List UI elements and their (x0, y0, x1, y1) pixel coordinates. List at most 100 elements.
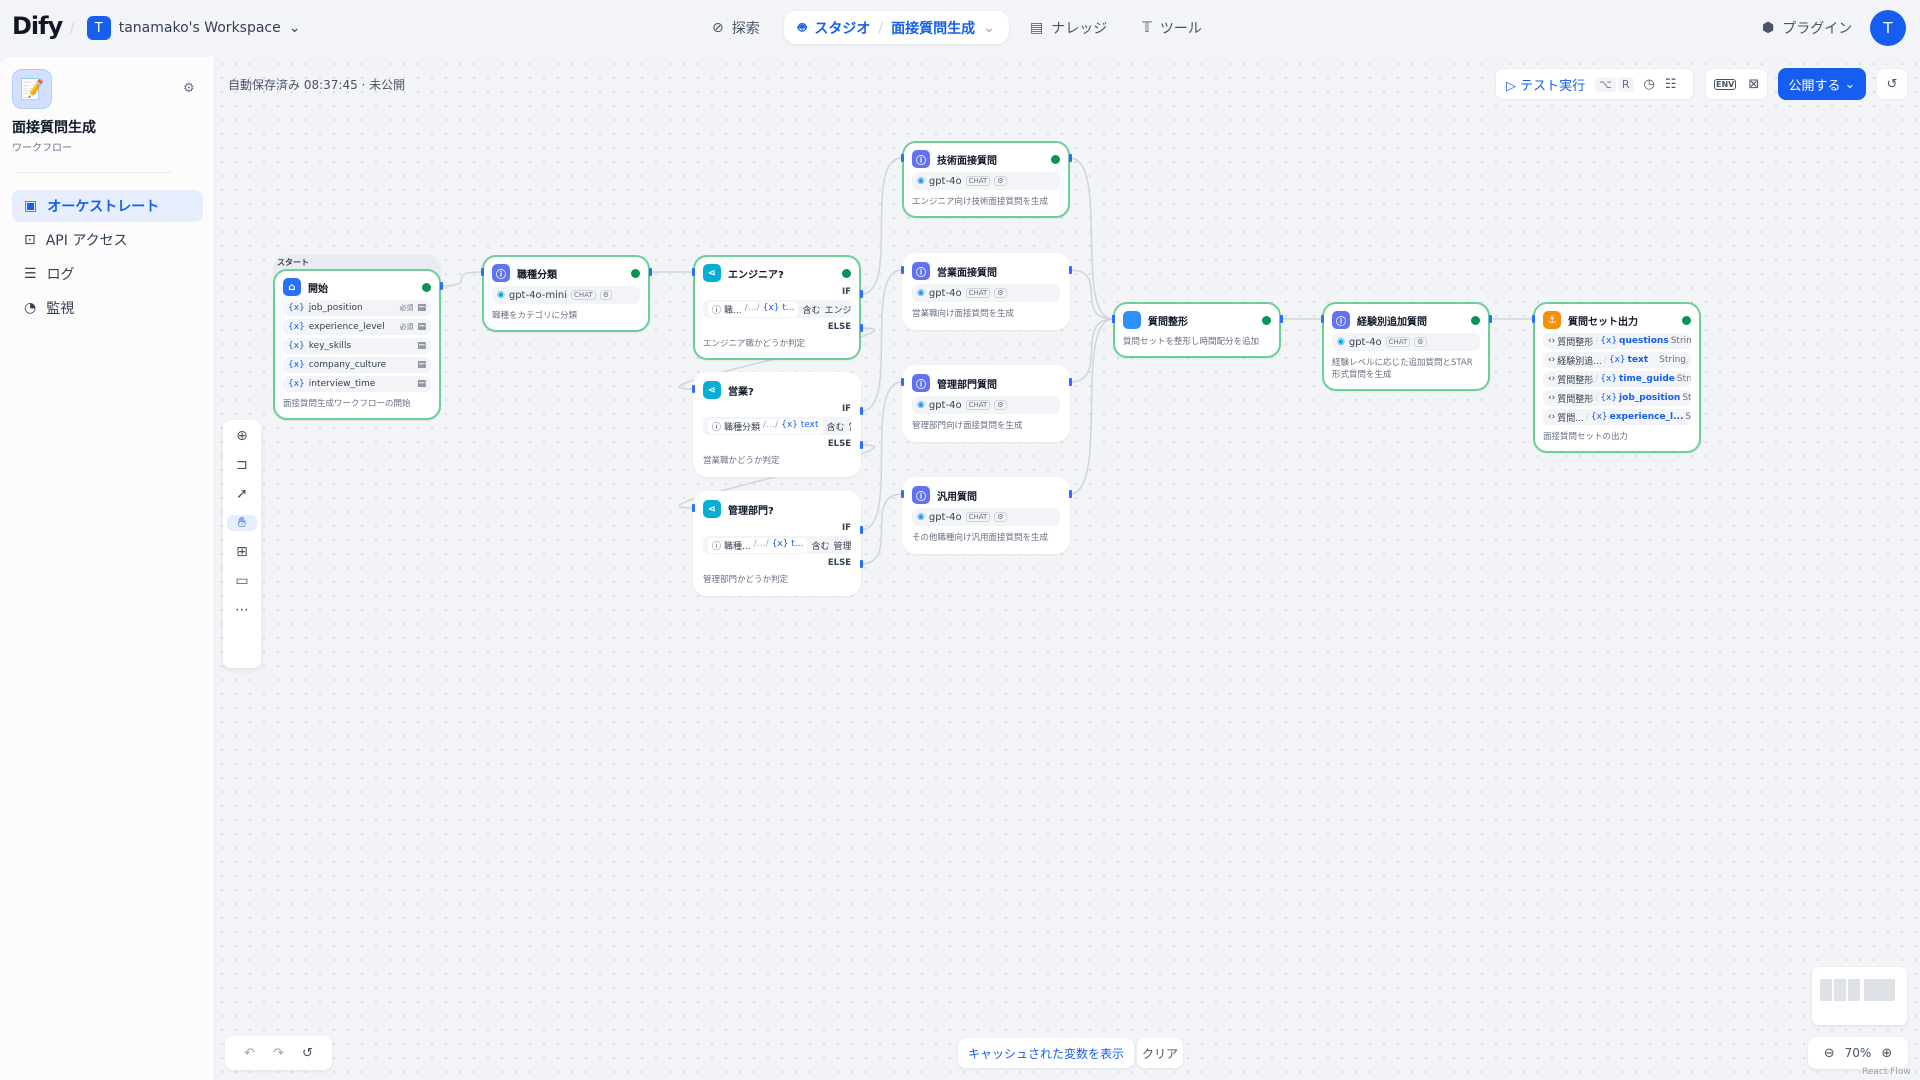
connection-handle[interactable] (1069, 378, 1072, 386)
test-run-button[interactable]: ▷ テスト実行 (1506, 78, 1586, 94)
zoom-out-icon[interactable]: ⊖ (1823, 1045, 1835, 1061)
variable-name: company_culture (308, 360, 387, 370)
run-history-icon[interactable]: ◷ (1643, 76, 1655, 92)
node-output[interactable]: ⚓︎質問セット出力‹›質問整形/{x}questionsString‹›経験別追… (1533, 302, 1701, 453)
publish-button[interactable]: 公開する⌄ (1778, 68, 1866, 100)
connection-handle[interactable] (1069, 266, 1072, 274)
sidebar-item-logs[interactable]: ☰ログ (24, 266, 75, 283)
connection-handle[interactable] (860, 324, 863, 332)
edge[interactable] (860, 381, 903, 531)
edge[interactable] (860, 157, 903, 295)
node-description: エンジニア職かどうか判定 (703, 339, 806, 349)
connection-handle[interactable] (1069, 154, 1072, 162)
condition-value: 管理部門 (833, 541, 851, 552)
nav-knowledge[interactable]: ▤ナレッジ (1030, 20, 1108, 37)
nav-studio[interactable]: 🤖︎ スタジオ / 面接質問生成 ⌄ (784, 11, 1009, 44)
dify-logo[interactable]: Dify (12, 12, 63, 40)
separator: / (1595, 336, 1599, 346)
connection-handle[interactable] (1489, 315, 1492, 323)
zoom-level[interactable]: 70% (1844, 1046, 1872, 1060)
react-flow-attribution[interactable]: React Flow (1862, 1067, 1911, 1077)
model-mode-badge: CHAT (965, 288, 991, 298)
organize-icon[interactable]: ⊞ (236, 544, 248, 560)
clear-button[interactable]: クリア (1137, 1038, 1183, 1068)
node-description: エンジニア向け技術面接質問を生成 (912, 197, 1049, 207)
connection-handle[interactable] (692, 385, 695, 393)
pointer-icon[interactable]: ➚ (236, 486, 248, 502)
add-node-icon[interactable]: ⊕ (236, 428, 248, 444)
sidebar-item-monitoring[interactable]: ◔監視 (24, 300, 75, 317)
connection-handle[interactable] (901, 154, 904, 162)
edge[interactable] (1069, 318, 1114, 495)
connection-handle[interactable] (901, 490, 904, 498)
connection-handle[interactable] (692, 504, 695, 512)
llm-icon: ⓘ (712, 422, 722, 433)
sidebar-item-api-access[interactable]: ⊡API アクセス (24, 232, 128, 249)
connection-handle[interactable] (649, 268, 652, 276)
current-app-name[interactable]: 面接質問生成 (891, 20, 976, 37)
show-cached-variables-button[interactable]: キャッシュされた変数を表示 (958, 1038, 1134, 1068)
checklist-icon[interactable]: ☷ (1664, 76, 1677, 92)
workflow-canvas[interactable] (215, 57, 1920, 1080)
connection-handle[interactable] (860, 560, 863, 568)
connection-handle[interactable] (860, 526, 863, 534)
connection-handle[interactable] (1112, 315, 1115, 323)
minimap[interactable] (1812, 967, 1907, 1025)
connection-handle[interactable] (860, 407, 863, 415)
edge[interactable] (860, 269, 903, 412)
sidebar-item-orchestrate[interactable]: ▣オーケストレート (12, 190, 203, 222)
node-description: 営業職かどうか判定 (703, 456, 780, 466)
add-note-icon[interactable]: ⊐ (236, 457, 248, 473)
divider: / (70, 20, 75, 36)
more-icon[interactable]: ⋯ (235, 602, 249, 618)
env-button[interactable]: ENV (1714, 78, 1737, 90)
connection-handle[interactable] (901, 378, 904, 386)
edge[interactable] (1069, 157, 1114, 320)
connection-handle[interactable] (1532, 315, 1535, 323)
output-variable: questions (1619, 336, 1669, 346)
edge[interactable] (1069, 318, 1114, 383)
node-format[interactable]: 質問整形質問セットを整形し時間配分を追加 (1113, 302, 1281, 358)
source-node-icon: ‹› (1548, 355, 1556, 365)
workspace-switcher[interactable]: / T tanamako's Workspace ⌄ (70, 16, 300, 40)
settings-sliders-icon[interactable]: ⚙ (183, 81, 195, 96)
history-icon[interactable]: ↺ (301, 1045, 313, 1061)
hand-icon[interactable]: ✋︎ (227, 515, 257, 531)
fit-view-icon[interactable]: ▭ (235, 573, 249, 589)
connection-handle[interactable] (692, 268, 695, 276)
connection-handle[interactable] (481, 268, 484, 276)
connection-handle[interactable] (860, 290, 863, 298)
connection-handle[interactable] (1280, 315, 1283, 323)
edge[interactable] (860, 493, 903, 565)
connection-handle[interactable] (1321, 315, 1324, 323)
connection-handle[interactable] (1069, 490, 1072, 498)
zoom-in-icon[interactable]: ⊕ (1881, 1045, 1893, 1061)
nav-explore[interactable]: ⊘探索 (712, 20, 760, 37)
undo-icon[interactable]: ↶ (244, 1045, 256, 1061)
connection-handle[interactable] (901, 266, 904, 274)
redo-icon[interactable]: ↷ (273, 1045, 284, 1061)
version-history-button[interactable]: ↺ (1876, 68, 1908, 100)
connection-handle[interactable] (860, 441, 863, 449)
variable-icon[interactable]: ⊠ (1748, 76, 1760, 92)
connection-handle[interactable] (440, 282, 443, 290)
plugin-button[interactable]: ⬢プラグイン (1762, 20, 1853, 37)
edge[interactable] (1069, 269, 1114, 320)
edge[interactable] (440, 271, 483, 287)
node-title: ⋖エンジニア? (703, 263, 851, 283)
user-avatar[interactable]: T (1870, 10, 1906, 46)
